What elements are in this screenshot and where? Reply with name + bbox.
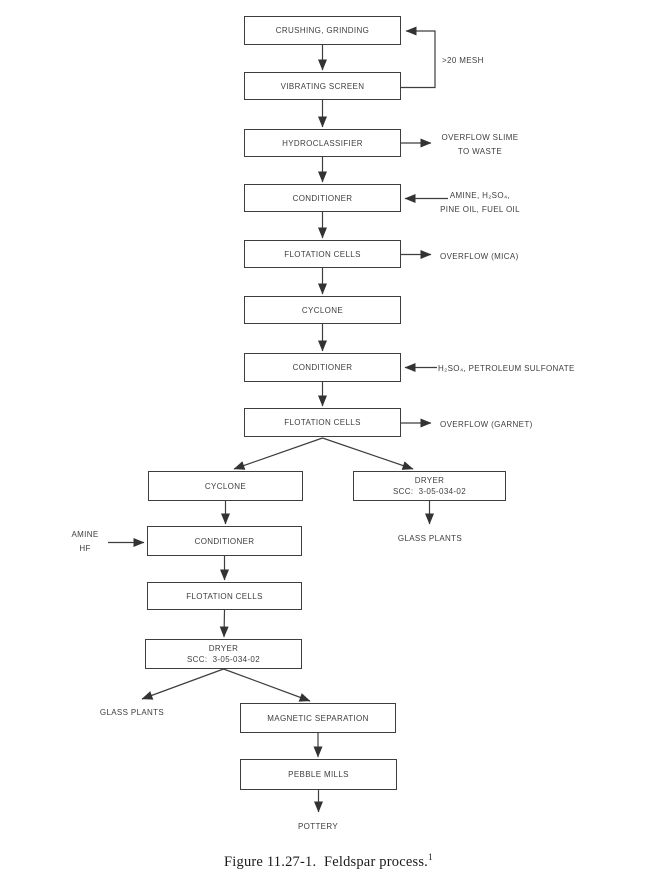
figure-caption-text: Figure 11.27-1. Feldspar process.: [224, 854, 429, 870]
arrow-dryer2-to-magnetic: [223, 668, 311, 702]
node-flotation-cells-2: FLOTATION CELLS: [244, 408, 401, 437]
node-flotation-cells-3: FLOTATION CELLS: [147, 582, 302, 610]
node-label: CYCLONE: [204, 481, 247, 491]
node-conditioner-3: CONDITIONER: [147, 526, 302, 556]
label-overflow-garnet: OVERFLOW (GARNET): [440, 420, 533, 429]
label-line: TO WASTE: [457, 146, 503, 156]
label-line: AMINE: [71, 530, 99, 539]
arrow-flotation3-to-dryer2: [219, 609, 229, 638]
node-label: CONDITIONER: [194, 536, 255, 546]
label-overflow-slime: OVERFLOW SLIME TO WASTE: [434, 131, 526, 158]
label-recycle-mesh: >20 MESH: [442, 56, 484, 65]
node-label: MAGNETIC SEPARATION: [267, 713, 369, 723]
node-label: HYDROCLASSIFIER: [282, 138, 363, 148]
label-line: AMINE, H₂SO₄,: [449, 191, 511, 200]
node-label: CYCLONE: [301, 305, 344, 315]
node-conditioner-1: CONDITIONER: [244, 184, 401, 212]
recycle-loop-vibrating-to-crushing: [401, 26, 436, 89]
node-cyclone-2: CYCLONE: [148, 471, 303, 501]
node-label: CRUSHING, GRINDING: [275, 26, 370, 35]
arrow-flotation2-to-cyclone2: [233, 437, 323, 470]
node-conditioner-2: CONDITIONER: [244, 353, 401, 382]
node-label: PEBBLE MILLS: [288, 770, 349, 779]
node-scc-code: SCC: 3-05-034-02: [392, 487, 467, 496]
arrow-dryer2-to-glass-plants: [141, 668, 224, 700]
node-magnetic-separation: MAGNETIC SEPARATION: [240, 703, 396, 733]
node-vibrating-screen: VIBRATING SCREEN: [244, 72, 401, 100]
node-label: CONDITIONER: [292, 193, 353, 203]
node-hydroclassifier: HYDROCLASSIFIER: [244, 129, 401, 157]
label-conditioner-1-reagents: AMINE, H₂SO₄, PINE OIL, FUEL OIL: [434, 189, 526, 216]
label-conditioner-2-reagents: H₂SO₄, PETROLEUM SULFONATE: [438, 364, 575, 373]
node-label: FLOTATION CELLS: [284, 418, 361, 427]
label-overflow-mica: OVERFLOW (MICA): [440, 252, 519, 261]
figure-caption: Figure 11.27-1. Feldspar process.1: [0, 853, 657, 871]
node-label: VIBRATING SCREEN: [280, 81, 365, 91]
label-amine-hf: AMINE HF: [60, 528, 110, 555]
label-glass-plants-left: GLASS PLANTS: [99, 708, 165, 717]
node-flotation-cells-1: FLOTATION CELLS: [244, 240, 401, 268]
node-label: FLOTATION CELLS: [284, 249, 361, 259]
node-scc-code: SCC: 3-05-034-02: [186, 655, 261, 664]
label-glass-plants-right: GLASS PLANTS: [397, 534, 463, 543]
node-crushing-grinding: CRUSHING, GRINDING: [244, 16, 401, 45]
node-dryer-2: DRYER SCC: 3-05-034-02: [145, 639, 302, 669]
label-line: PINE OIL, FUEL OIL: [440, 204, 520, 214]
label-line: HF: [79, 543, 91, 553]
node-cyclone-1: CYCLONE: [244, 296, 401, 324]
node-label-line1: DRYER: [414, 476, 445, 485]
node-label: FLOTATION CELLS: [186, 591, 263, 601]
node-label: CONDITIONER: [292, 363, 353, 372]
node-dryer-1: DRYER SCC: 3-05-034-02: [353, 471, 506, 501]
label-line: OVERFLOW SLIME: [441, 133, 519, 142]
label-pottery: POTTERY: [297, 822, 339, 831]
arrow-flotation2-to-dryer1: [322, 437, 414, 470]
node-label-line1: DRYER: [208, 644, 239, 653]
node-pebble-mills: PEBBLE MILLS: [240, 759, 397, 790]
figure-caption-footnote: 1: [428, 853, 433, 864]
